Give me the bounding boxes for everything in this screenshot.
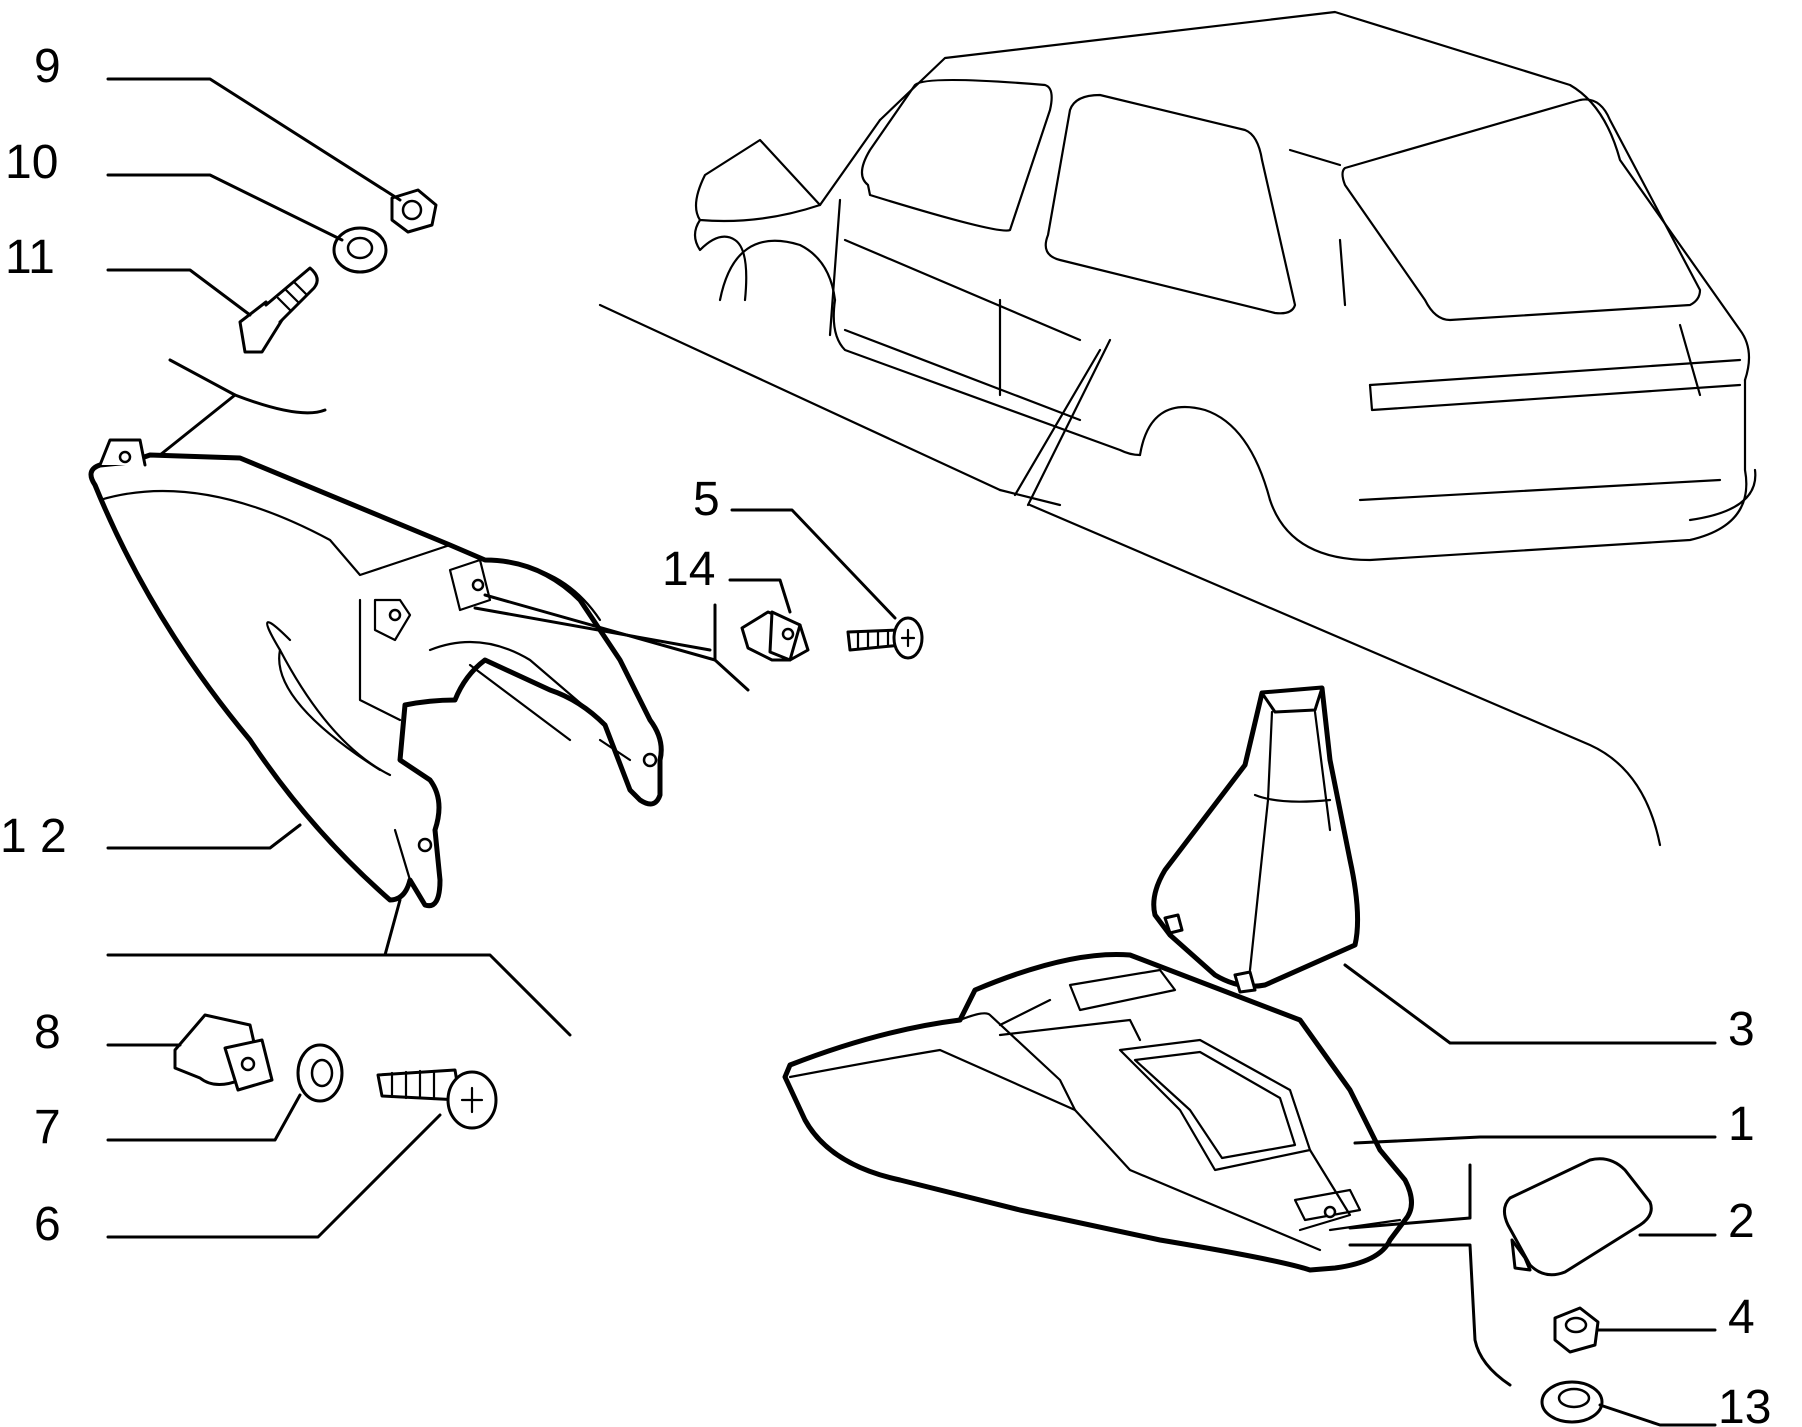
callout-12: 1 2 [0, 810, 67, 863]
callout-14: 14 [662, 543, 715, 596]
callout-4: 4 [1728, 1291, 1755, 1344]
callout-2: 2 [1728, 1195, 1755, 1248]
part-7-washer [296, 1043, 344, 1103]
part-14-clip [740, 610, 810, 662]
part-2-cap [1503, 1157, 1653, 1277]
callout-1: 1 [1728, 1098, 1755, 1151]
part-4-nut [1553, 1306, 1600, 1354]
part-1-center-console [782, 951, 1414, 1273]
callout-9: 9 [34, 40, 61, 93]
callout-7: 7 [34, 1101, 61, 1154]
part-11-bolt [238, 266, 319, 354]
part-5-screw [846, 616, 924, 660]
leader-lines [106, 77, 1717, 1427]
part-9-nut [390, 188, 438, 234]
callout-labels: 9 10 11 1 2 5 14 8 7 6 3 1 2 4 13 [0, 40, 1771, 1427]
car-body-outline [598, 10, 1757, 847]
callout-10: 10 [5, 136, 58, 189]
callout-11: 11 [5, 231, 55, 284]
part-12-tunnel-cover [88, 438, 664, 909]
callout-3: 3 [1728, 1003, 1755, 1056]
part-6-screw [376, 1068, 498, 1130]
part-13-washer [1540, 1380, 1604, 1424]
part-8-clip [173, 1013, 274, 1092]
callout-8: 8 [34, 1006, 61, 1059]
callout-13: 13 [1718, 1381, 1771, 1427]
callout-6: 6 [34, 1198, 61, 1251]
part-3-gear-boot [1151, 685, 1361, 994]
callout-5: 5 [693, 473, 720, 526]
part-10-washer [332, 226, 388, 274]
